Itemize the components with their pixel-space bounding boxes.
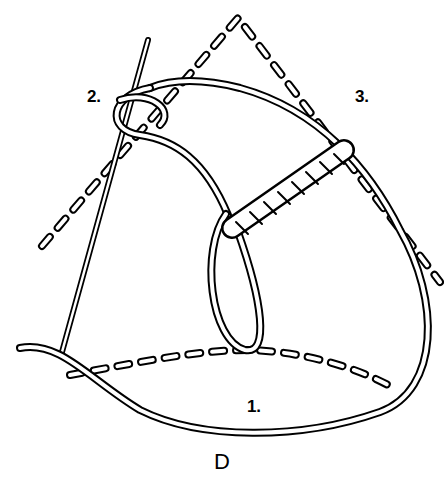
callout-number: 1. xyxy=(247,398,261,415)
figure-letter: D xyxy=(214,451,230,473)
callout-number: 3. xyxy=(355,88,369,105)
twisted-stitch xyxy=(232,150,344,234)
callout-number: 2. xyxy=(87,88,101,105)
needle xyxy=(62,40,148,352)
thread xyxy=(20,81,428,433)
